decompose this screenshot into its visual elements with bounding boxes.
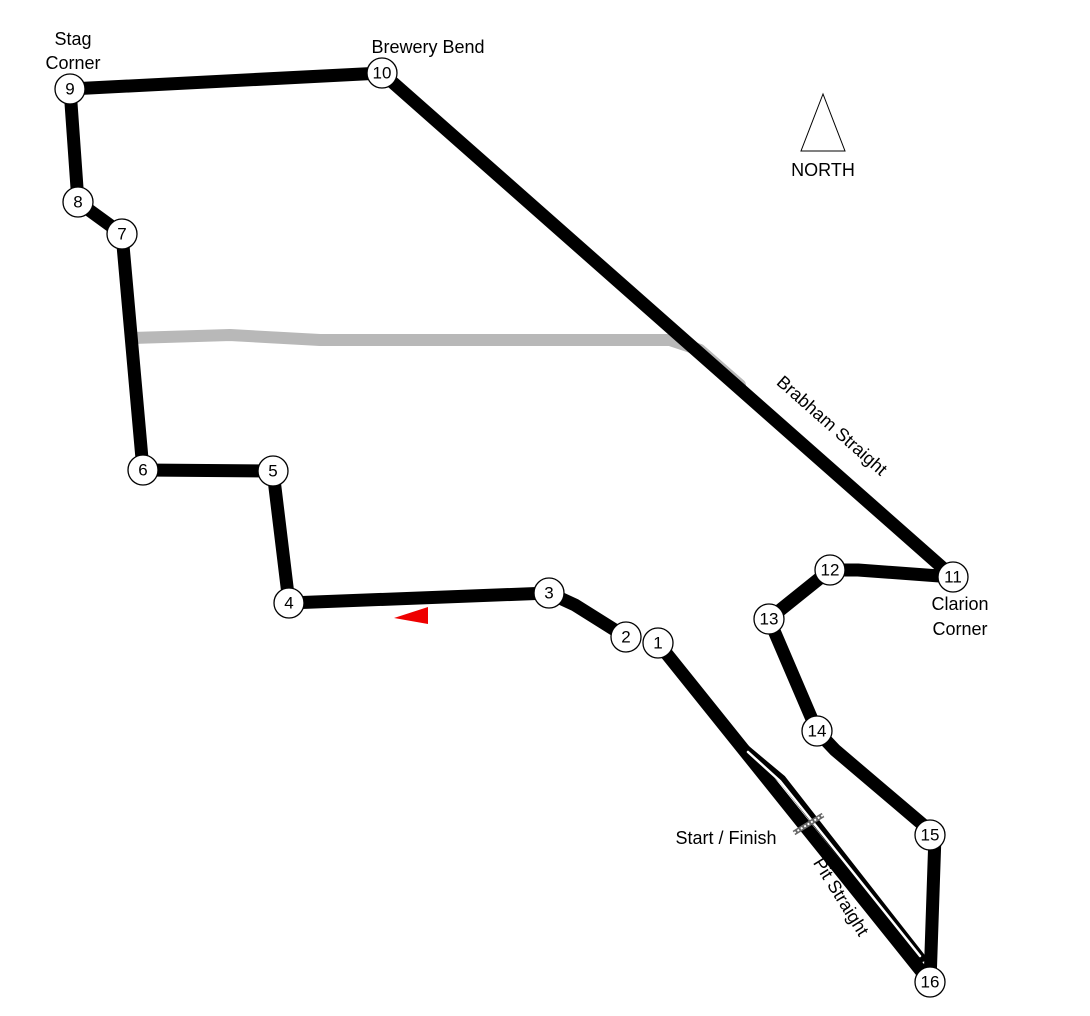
corner-number: 15 <box>921 826 940 845</box>
corner-9: 9 <box>54 73 86 105</box>
north-arrow-icon <box>800 92 846 152</box>
north-label: NORTH <box>791 160 855 180</box>
corner-number: 6 <box>138 461 147 480</box>
corner-6: 6 <box>127 454 159 486</box>
corner-number: 16 <box>921 973 940 992</box>
corner-number: 9 <box>65 80 74 99</box>
corner-13: 13 <box>753 603 785 635</box>
checkered-line-icon <box>792 812 825 836</box>
corner-number: 8 <box>73 193 82 212</box>
corner-10: 10 <box>366 57 398 89</box>
corner-2: 2 <box>610 621 642 653</box>
corner-14: 14 <box>801 715 833 747</box>
corner-11: 11 <box>937 561 969 593</box>
corner-number: 10 <box>373 64 392 83</box>
start-finish-label: Start / Finish <box>675 828 776 848</box>
corner-8: 8 <box>62 186 94 218</box>
corner-1: 1 <box>642 627 674 659</box>
corner-number: 2 <box>621 628 630 647</box>
corner-7: 7 <box>106 218 138 250</box>
main-track <box>63 66 960 989</box>
corner-number: 5 <box>268 462 277 481</box>
corner-5: 5 <box>257 455 289 487</box>
corner-15: 15 <box>914 819 946 851</box>
stag-corner-label-line1: Stag <box>54 29 91 49</box>
corner-12: 12 <box>814 554 846 586</box>
corner-number: 13 <box>760 610 779 629</box>
corner-number: 12 <box>821 561 840 580</box>
corner-number: 11 <box>944 568 962 587</box>
pit-lane-inner <box>746 750 922 958</box>
brewery-bend-label: Brewery Bend <box>371 37 484 57</box>
corner-16: 16 <box>914 966 946 998</box>
corner-number: 7 <box>117 225 126 244</box>
corner-number: 1 <box>653 634 662 653</box>
shortcut-track <box>126 329 746 391</box>
corner-4: 4 <box>273 587 305 619</box>
stag-corner-label-line2: Corner <box>45 53 100 73</box>
clarion-corner-label-line1: Clarion <box>931 594 988 614</box>
corner-number: 3 <box>544 584 553 603</box>
clarion-corner-label-line2: Corner <box>932 619 987 639</box>
corner-number: 4 <box>284 594 293 613</box>
corner-number: 14 <box>808 722 827 741</box>
corner-3: 3 <box>533 577 565 609</box>
direction-arrow-icon <box>394 607 428 624</box>
